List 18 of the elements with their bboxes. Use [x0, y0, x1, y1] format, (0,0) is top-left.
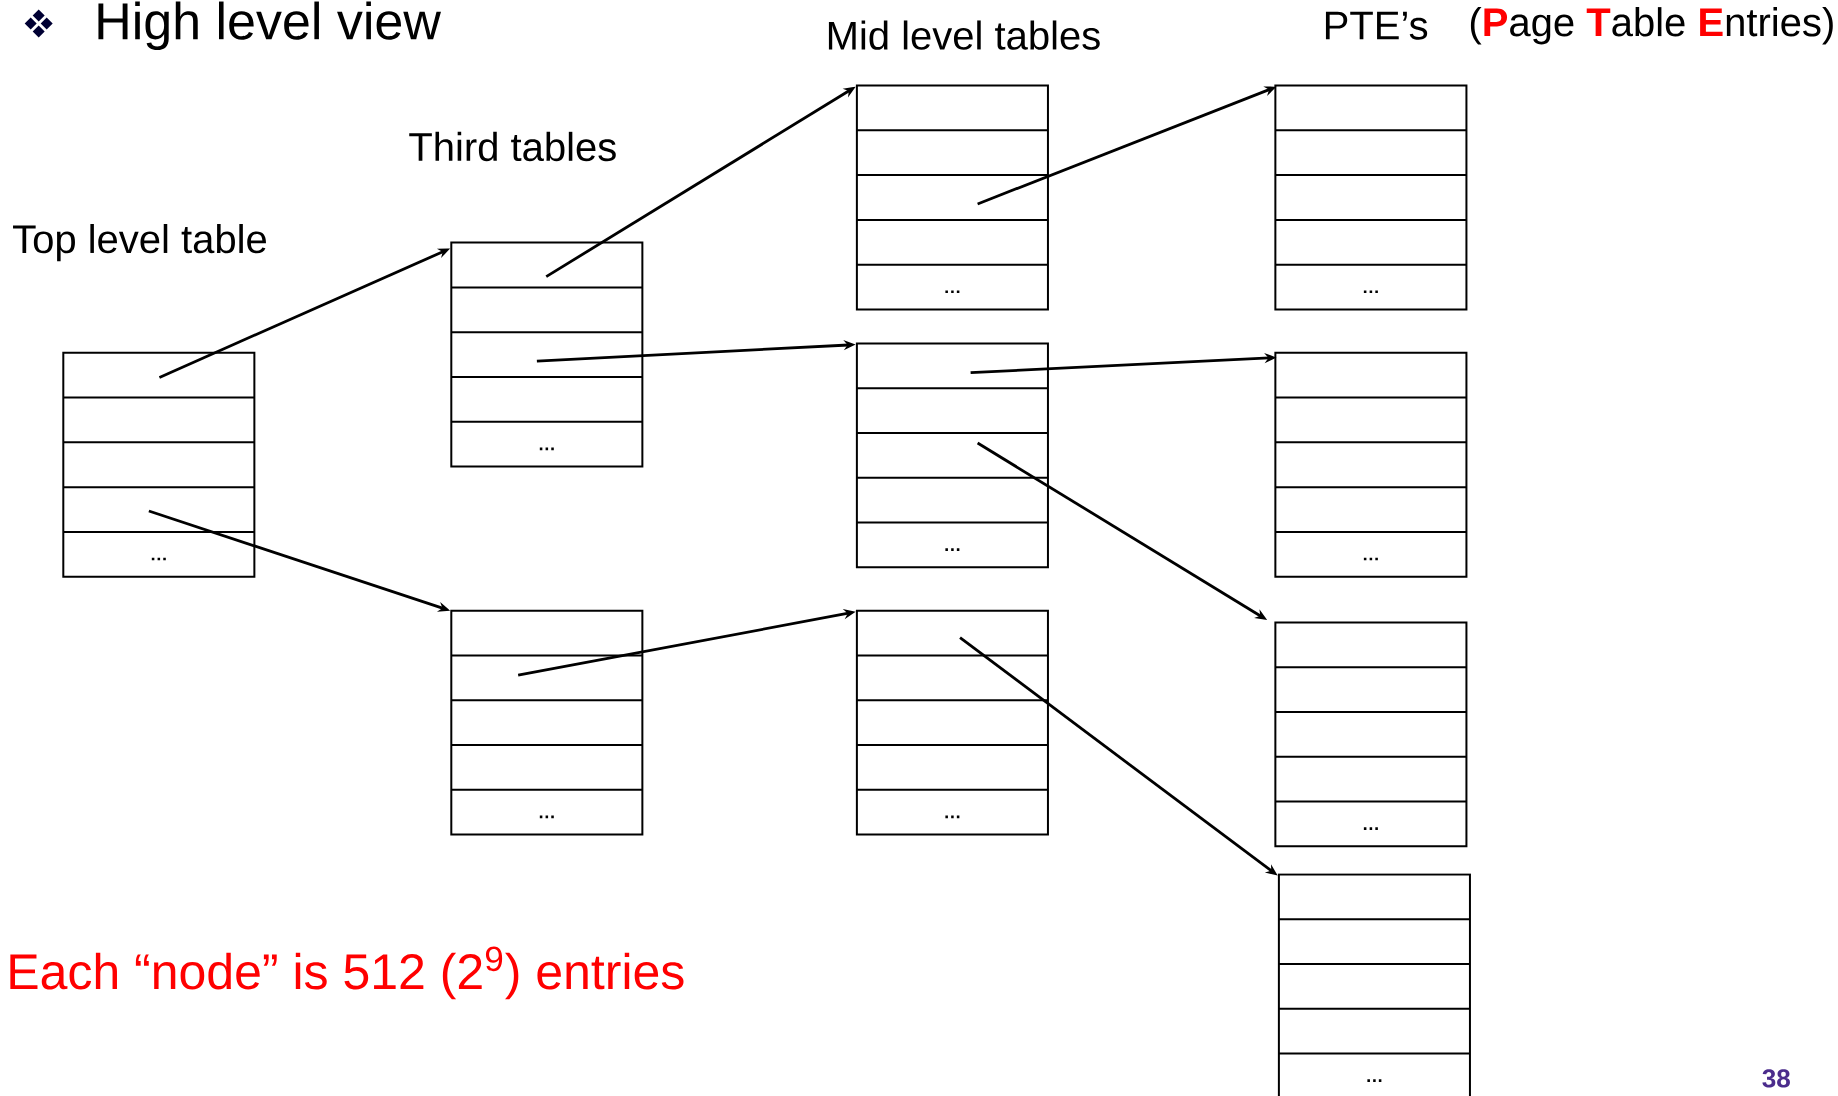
- column-heading: Third tables: [409, 131, 616, 162]
- table-box: …: [450, 609, 644, 836]
- column-heading: PTE’s: [1325, 11, 1428, 40]
- table-box: …: [855, 342, 1049, 569]
- page-number: 38: [1762, 1069, 1790, 1088]
- table-box: …: [1274, 351, 1468, 578]
- column-heading: Top level table: [13, 224, 266, 262]
- note: Each “node” is 512 (2$^{9}$) entries: [10, 946, 684, 1000]
- table-box: …: [855, 609, 1049, 836]
- table-box: …: [450, 241, 644, 468]
- slide-title: High level view: [98, 1, 441, 50]
- column-heading: (Page Table Entries): [1470, 7, 1833, 45]
- column-heading: Mid level tables: [828, 20, 1100, 50]
- table-box: …: [855, 84, 1049, 311]
- table-box: …: [1274, 621, 1468, 848]
- table-box: …: [62, 351, 256, 578]
- table-box: …: [1274, 84, 1468, 311]
- table-box: …: [1277, 873, 1471, 1096]
